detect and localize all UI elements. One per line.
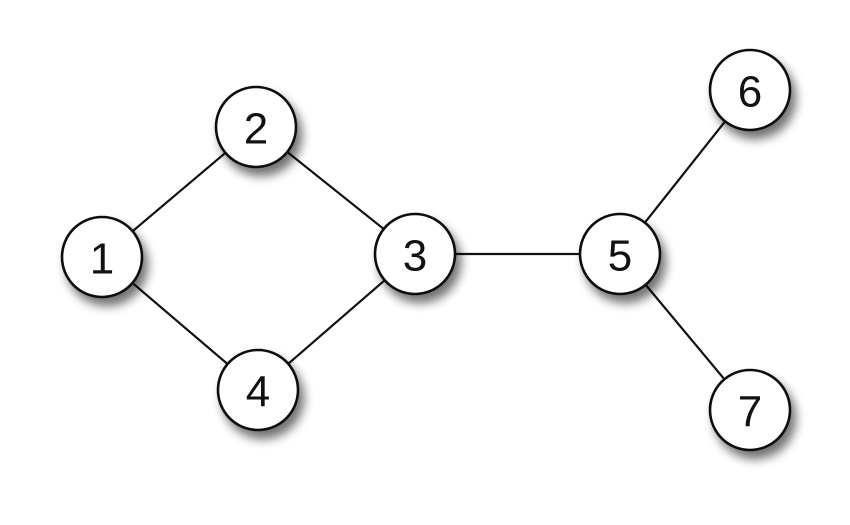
node-6: 6 xyxy=(708,48,792,132)
node-5-label: 5 xyxy=(608,232,632,281)
node-7-label: 7 xyxy=(738,388,762,437)
node-2-label: 2 xyxy=(244,105,268,154)
node-1-label: 1 xyxy=(90,235,114,284)
node-4: 4 xyxy=(216,348,300,432)
nodes-group: 1 2 3 4 5 6 7 xyxy=(60,48,792,452)
node-3: 3 xyxy=(373,212,457,296)
node-3-label: 3 xyxy=(403,232,427,281)
node-7: 7 xyxy=(708,368,792,452)
node-2: 2 xyxy=(214,85,298,169)
node-6-label: 6 xyxy=(738,68,762,117)
node-1: 1 xyxy=(60,215,144,299)
node-5: 5 xyxy=(578,212,662,296)
node-4-label: 4 xyxy=(246,368,270,417)
